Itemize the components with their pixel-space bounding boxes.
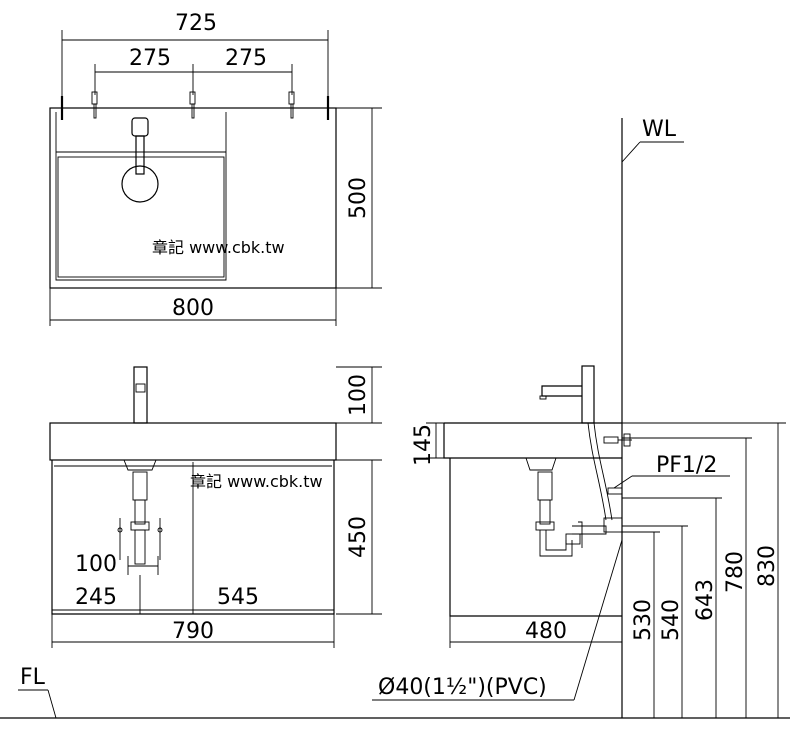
dim-height-643: 643 xyxy=(693,579,718,621)
drain-pipe-label: Ø40(1½")(PVC) xyxy=(378,675,547,700)
dim-overall-width: 800 xyxy=(172,296,214,321)
floor-label: FL xyxy=(20,665,46,690)
dim-drain-offset: 100 xyxy=(75,552,117,577)
dim-height-780: 780 xyxy=(723,551,748,593)
front-view: 100 450 100 245 545 790 章記 www.cbk.tw xyxy=(49,366,382,648)
watermark-front: 章記 www.cbk.tw xyxy=(190,472,323,491)
dim-cabinet-depth: 480 xyxy=(525,619,567,644)
dim-left-spacing: 275 xyxy=(129,46,171,71)
dim-cabinet-height: 450 xyxy=(346,516,371,558)
dim-basin-thickness: 145 xyxy=(411,424,436,466)
dim-height-530: 530 xyxy=(631,599,656,641)
dim-total-width: 725 xyxy=(175,11,217,36)
dim-height-830: 830 xyxy=(755,545,780,587)
dim-left-to-drain: 245 xyxy=(75,585,117,610)
dim-drain-to-right: 545 xyxy=(217,585,259,610)
dim-faucet-height: 100 xyxy=(346,374,371,416)
side-view: WL FL 145 xyxy=(0,117,790,719)
dim-height-540: 540 xyxy=(659,599,684,641)
supply-label: PF1/2 xyxy=(656,453,717,478)
top-view: 725 275 275 500 800 xyxy=(49,11,382,326)
dim-depth: 500 xyxy=(346,177,371,219)
wall-label: WL xyxy=(642,117,677,142)
watermark-top: 章記 www.cbk.tw xyxy=(152,238,285,257)
dim-cabinet-width: 790 xyxy=(172,619,214,644)
dim-right-spacing: 275 xyxy=(225,46,267,71)
